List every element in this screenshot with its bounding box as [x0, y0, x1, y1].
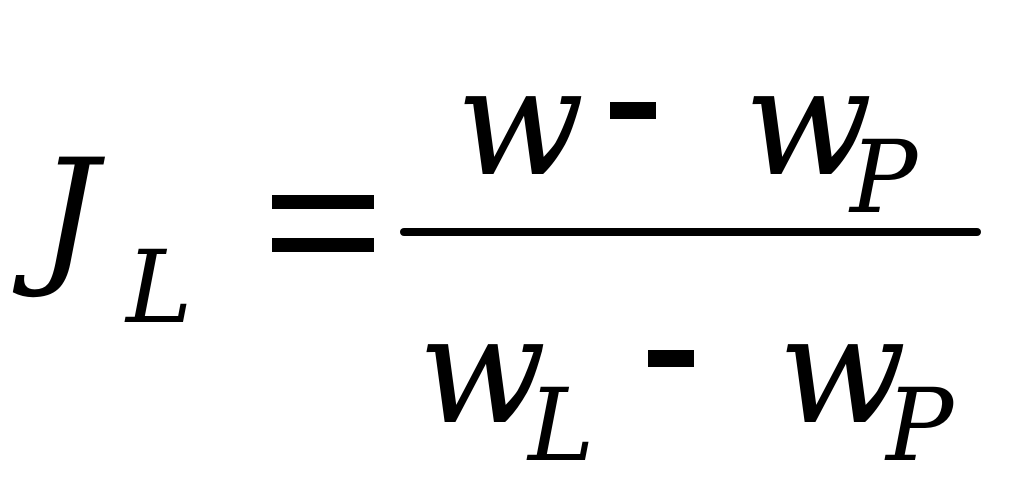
- lhs-symbol: J: [38, 128, 99, 302]
- numerator-term2-subscript: P: [850, 119, 918, 236]
- denominator-minus: [648, 350, 694, 367]
- denominator-term2: w: [778, 284, 907, 458]
- denominator-term1-subscript: L: [528, 367, 595, 484]
- equals-bar-top: [272, 195, 374, 209]
- lhs-subscript: L: [126, 229, 193, 346]
- numerator-term1: w: [456, 36, 585, 210]
- fraction-bar: [400, 228, 981, 236]
- numerator-minus: [610, 102, 656, 119]
- denominator-term2-subscript: P: [886, 367, 954, 484]
- numerator-term2: w: [744, 36, 873, 210]
- denominator-term1: w: [418, 284, 547, 458]
- equals-bar-bottom: [272, 238, 374, 252]
